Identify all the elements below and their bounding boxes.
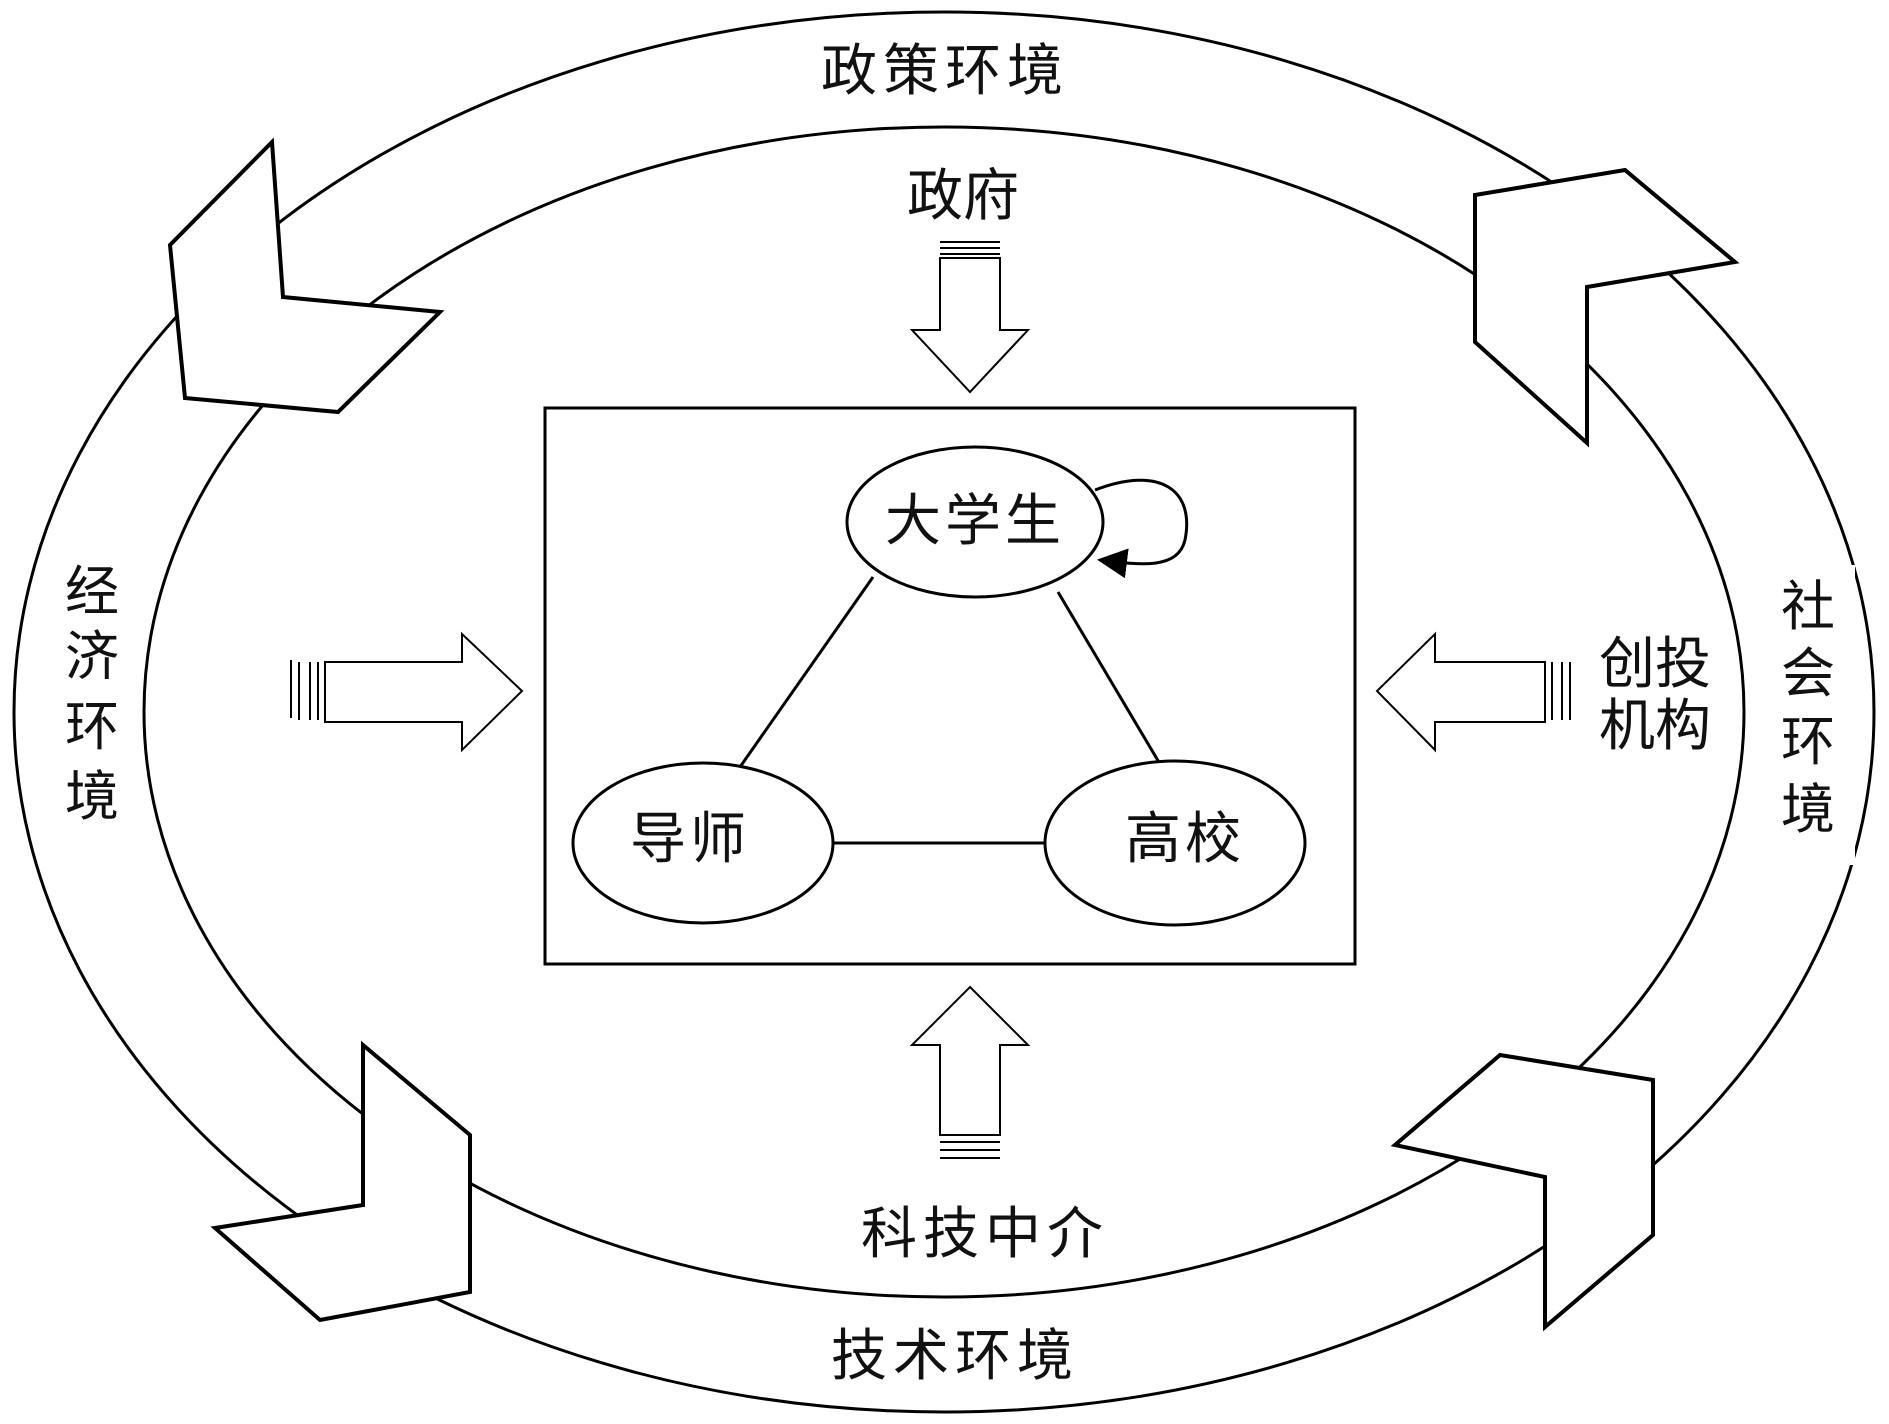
student-self-loop <box>1094 478 1189 579</box>
vc-institution-label-line1: 创投 <box>1599 632 1711 697</box>
mentor-label: 导师 <box>630 807 750 872</box>
student-node <box>845 445 1105 599</box>
edge-student-university <box>1056 591 1162 765</box>
edge-student-mentor <box>738 576 875 768</box>
svg-text:境: 境 <box>65 765 119 828</box>
policy-env-label: 政策环境 <box>821 39 1069 104</box>
cycle-arrow-bottom-left <box>210 1040 472 1323</box>
svg-text:济: 济 <box>65 625 119 688</box>
university-node <box>1043 759 1307 927</box>
svg-text:会: 会 <box>1781 642 1835 705</box>
svg-text:环: 环 <box>1781 710 1835 773</box>
government-label: 政府 <box>907 164 1019 229</box>
vc-institution-arrow <box>1375 631 1571 753</box>
svg-text:境: 境 <box>1781 778 1835 841</box>
svg-text:经: 经 <box>65 560 119 623</box>
social-env-label: 社 会 环 境 <box>1781 575 1835 841</box>
mentor-node <box>571 761 835 925</box>
economic-arrow <box>290 631 524 753</box>
university-label: 高校 <box>1125 807 1245 872</box>
government-arrow <box>909 241 1031 394</box>
economic-env-label: 经 济 环 境 <box>65 560 119 828</box>
cycle-arrow-bottom-right <box>1390 1052 1655 1332</box>
student-label: 大学生 <box>885 489 1065 554</box>
outer-environment-ring <box>12 10 1876 1414</box>
cycle-arrow-top-left <box>167 137 445 415</box>
cycle-arrow-top-right <box>1473 167 1740 448</box>
tech-env-label: 技术环境 <box>831 1324 1079 1389</box>
inner-environment-ring <box>142 125 1746 1299</box>
tech-intermediary-label: 科技中介 <box>861 1202 1109 1267</box>
svg-text:社: 社 <box>1781 575 1835 638</box>
tech-intermediary-arrow <box>909 985 1031 1159</box>
svg-text:环: 环 <box>65 695 119 758</box>
vc-institution-label-line2: 机构 <box>1599 694 1711 759</box>
